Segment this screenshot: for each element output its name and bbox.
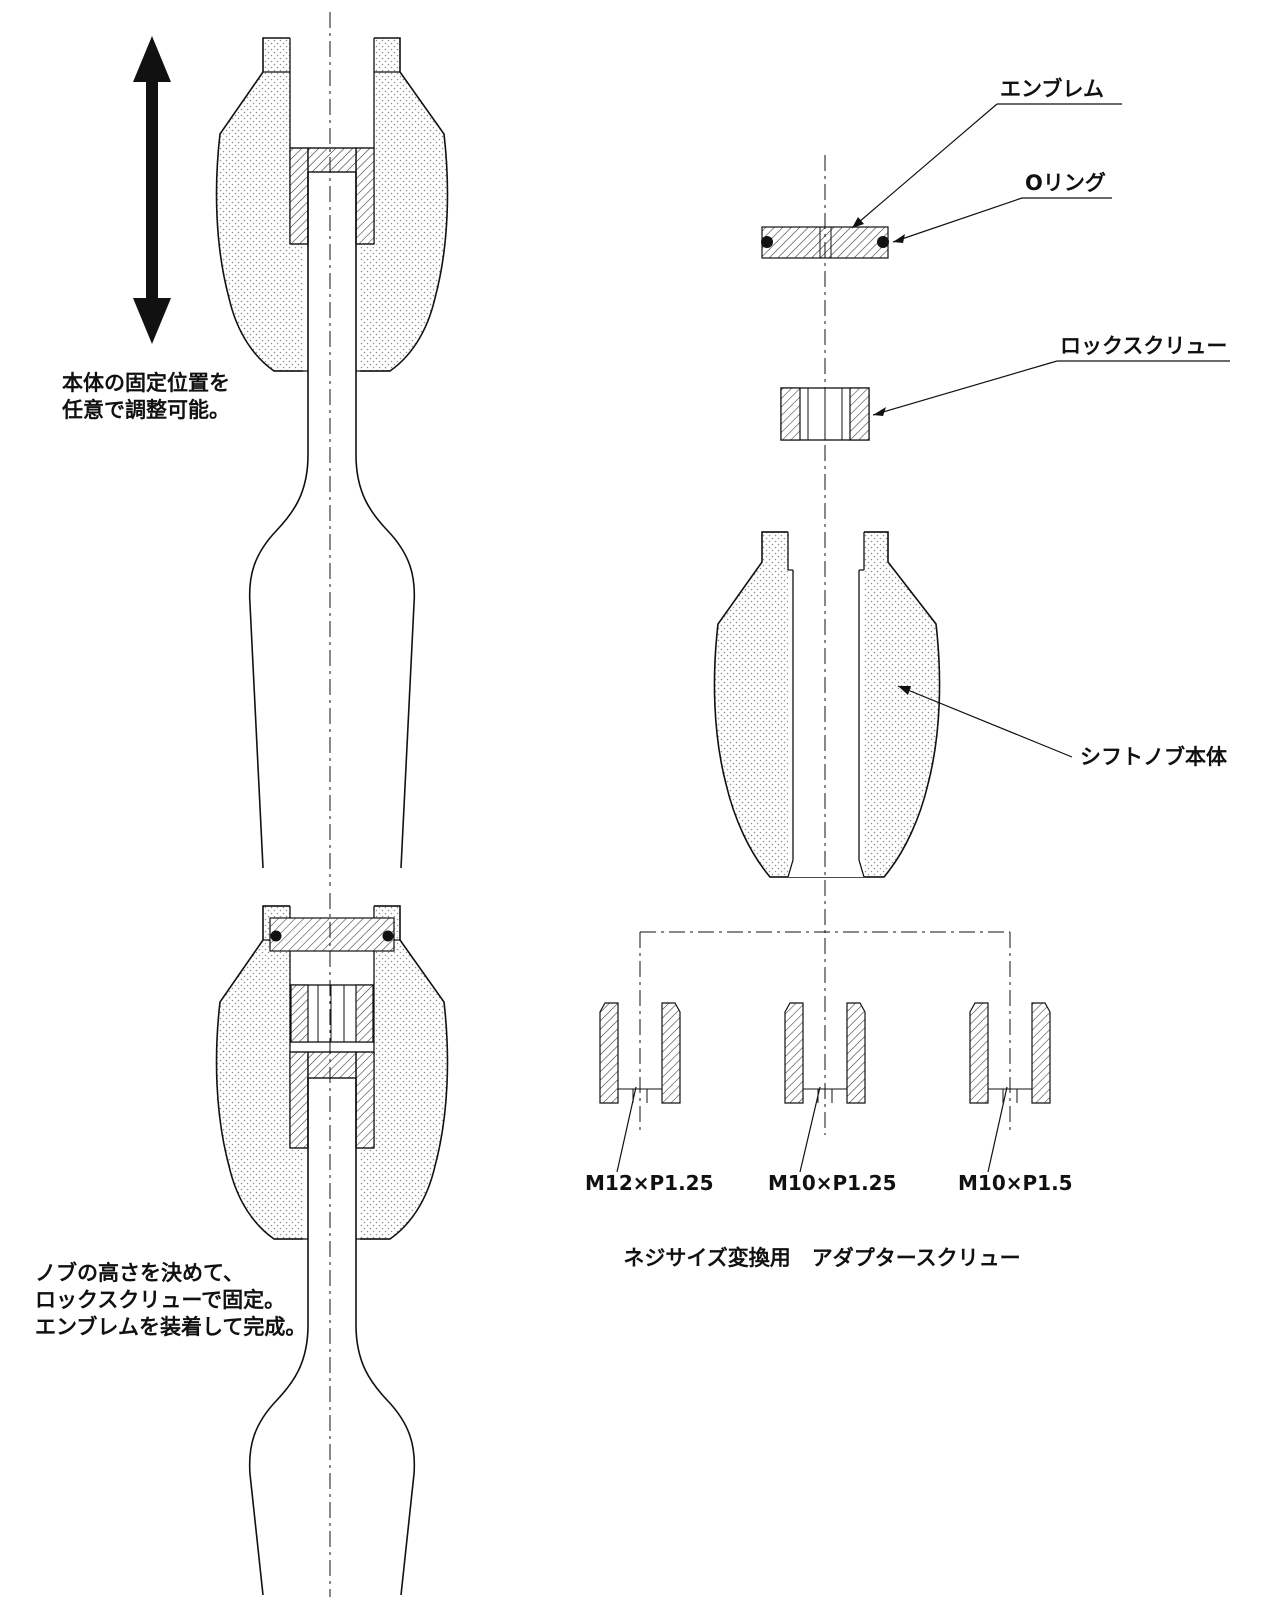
oring-label: Oリング	[1025, 171, 1106, 195]
knob-body-part	[713, 530, 941, 878]
emblem-leader-arrow	[852, 217, 864, 228]
adjust-note-line2: 任意で調整可能。	[61, 398, 230, 422]
exploded-view: エンブレム Oリング ロックスクリュー シフトノブ本体 M12×P1.25 M1…	[585, 77, 1230, 1270]
lock-screw-leader-arrow	[873, 407, 886, 416]
adapter-size-label-1: M12×P1.25	[585, 1171, 714, 1195]
adapter-size-label-2: M10×P1.25	[768, 1171, 897, 1195]
lock-screw-part	[780, 387, 870, 441]
threaded-insert-section	[289, 1051, 375, 1149]
figure-height-adjust: 本体の固定位置を 任意で調整可能。	[61, 12, 449, 886]
knob-body-label: シフトノブ本体	[1080, 745, 1228, 769]
complete-note-line3: エンブレムを装着して完成。	[35, 1315, 306, 1339]
up-down-arrow	[133, 36, 171, 344]
oring-right	[877, 236, 889, 248]
adapter-screw-m10-p125	[784, 1002, 866, 1104]
adjust-note-line1: 本体の固定位置を	[62, 371, 230, 395]
complete-note-line1: ノブの高さを決めて、	[35, 1261, 244, 1285]
oring-left	[270, 930, 282, 942]
branch-centerlines	[639, 931, 1011, 1135]
shift-lever-shaft	[248, 1078, 416, 1596]
oring-left	[761, 236, 773, 248]
figure-completed: ノブの高さを決めて、 ロックスクリューで固定。 エンブレムを装着して完成。	[35, 893, 449, 1597]
adapter-size-label-3: M10×P1.5	[958, 1171, 1073, 1195]
callouts: エンブレム Oリング ロックスクリュー シフトノブ本体 M12×P1.25 M1…	[585, 77, 1230, 1270]
knob-body-leader-arrow	[898, 686, 911, 695]
emblem-installed	[269, 917, 395, 952]
adapter-caption: ネジサイズ変換用 アダプタースクリュー	[623, 1246, 1020, 1270]
oring-leader-arrow	[893, 234, 905, 243]
adapter-screw-m10-p15	[969, 1002, 1051, 1104]
shift-lever-shaft	[248, 172, 416, 869]
emblem-label: エンブレム	[1000, 77, 1104, 101]
lock-screw-label: ロックスクリュー	[1060, 334, 1227, 358]
complete-note-line2: ロックスクリューで固定。	[35, 1288, 285, 1312]
oring-right	[382, 930, 394, 942]
adapter-screw-m12-p125	[599, 1002, 681, 1104]
lock-screw-installed	[290, 984, 374, 1043]
